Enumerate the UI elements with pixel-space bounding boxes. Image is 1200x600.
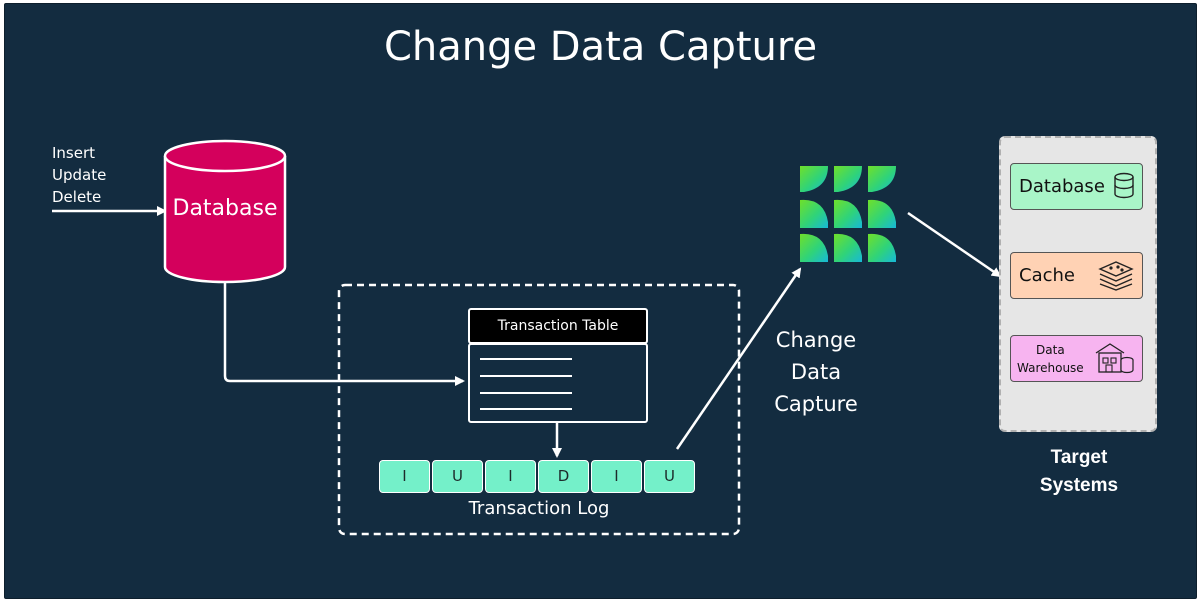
table-row-line [480,392,572,394]
target-data-warehouse: Data Warehouse [1010,335,1143,382]
diagram-canvas: Change Data Capture Insert Update Delete [4,3,1197,599]
table-row-line [480,375,572,377]
warehouse-label-line: Warehouse [1017,360,1084,375]
target-cache-label: Cache [1019,265,1075,286]
warehouse-icon [1095,343,1134,374]
table-row-line [480,408,572,410]
transaction-log-label: Transaction Log [468,498,610,519]
warehouse-label-line: Data [1036,342,1065,357]
operations-list: Insert Update Delete [52,142,106,208]
log-entry: I [379,460,430,493]
diagram-title: Change Data Capture [383,24,818,70]
caption-line: Target [1050,447,1108,468]
database-cylinder-icon [1114,172,1134,199]
operation-delete: Delete [52,188,102,206]
log-entry: I [485,460,536,493]
log-entry: D [538,460,589,493]
log-entry: I [591,460,642,493]
operation-update: Update [52,166,107,184]
operation-insert: Insert [52,144,96,162]
transaction-log: I U I D I U [379,460,697,493]
database-cylinder [163,139,287,284]
transaction-container [337,283,741,536]
transaction-table-body [468,343,648,423]
table-row-line [480,358,572,360]
target-warehouse-label: Data Warehouse [1017,336,1084,381]
source-database-label: Database [172,196,278,221]
caption-line: Systems [1039,475,1119,496]
target-database: Database [1010,163,1143,210]
cdc-label-line: Data [790,360,842,384]
cdc-label: Change Data Capture [760,324,872,420]
log-entry: U [432,460,483,493]
log-to-cdc-arrow [675,267,802,450]
cdc-to-targets-arrow [907,211,1002,278]
target-cache: Cache [1010,252,1143,299]
cdc-label-line: Capture [774,392,858,416]
database-to-table-arrow [223,283,465,386]
transaction-table-header: Transaction Table [468,308,648,344]
cdc-label-line: Change [775,328,857,352]
stacked-layers-icon [1098,261,1134,291]
log-entry: U [644,460,695,493]
target-database-label: Database [1019,176,1105,197]
target-systems-caption: Target Systems [1019,444,1139,500]
diagram-wires [52,139,1002,536]
cdc-logo-icon [800,166,896,262]
